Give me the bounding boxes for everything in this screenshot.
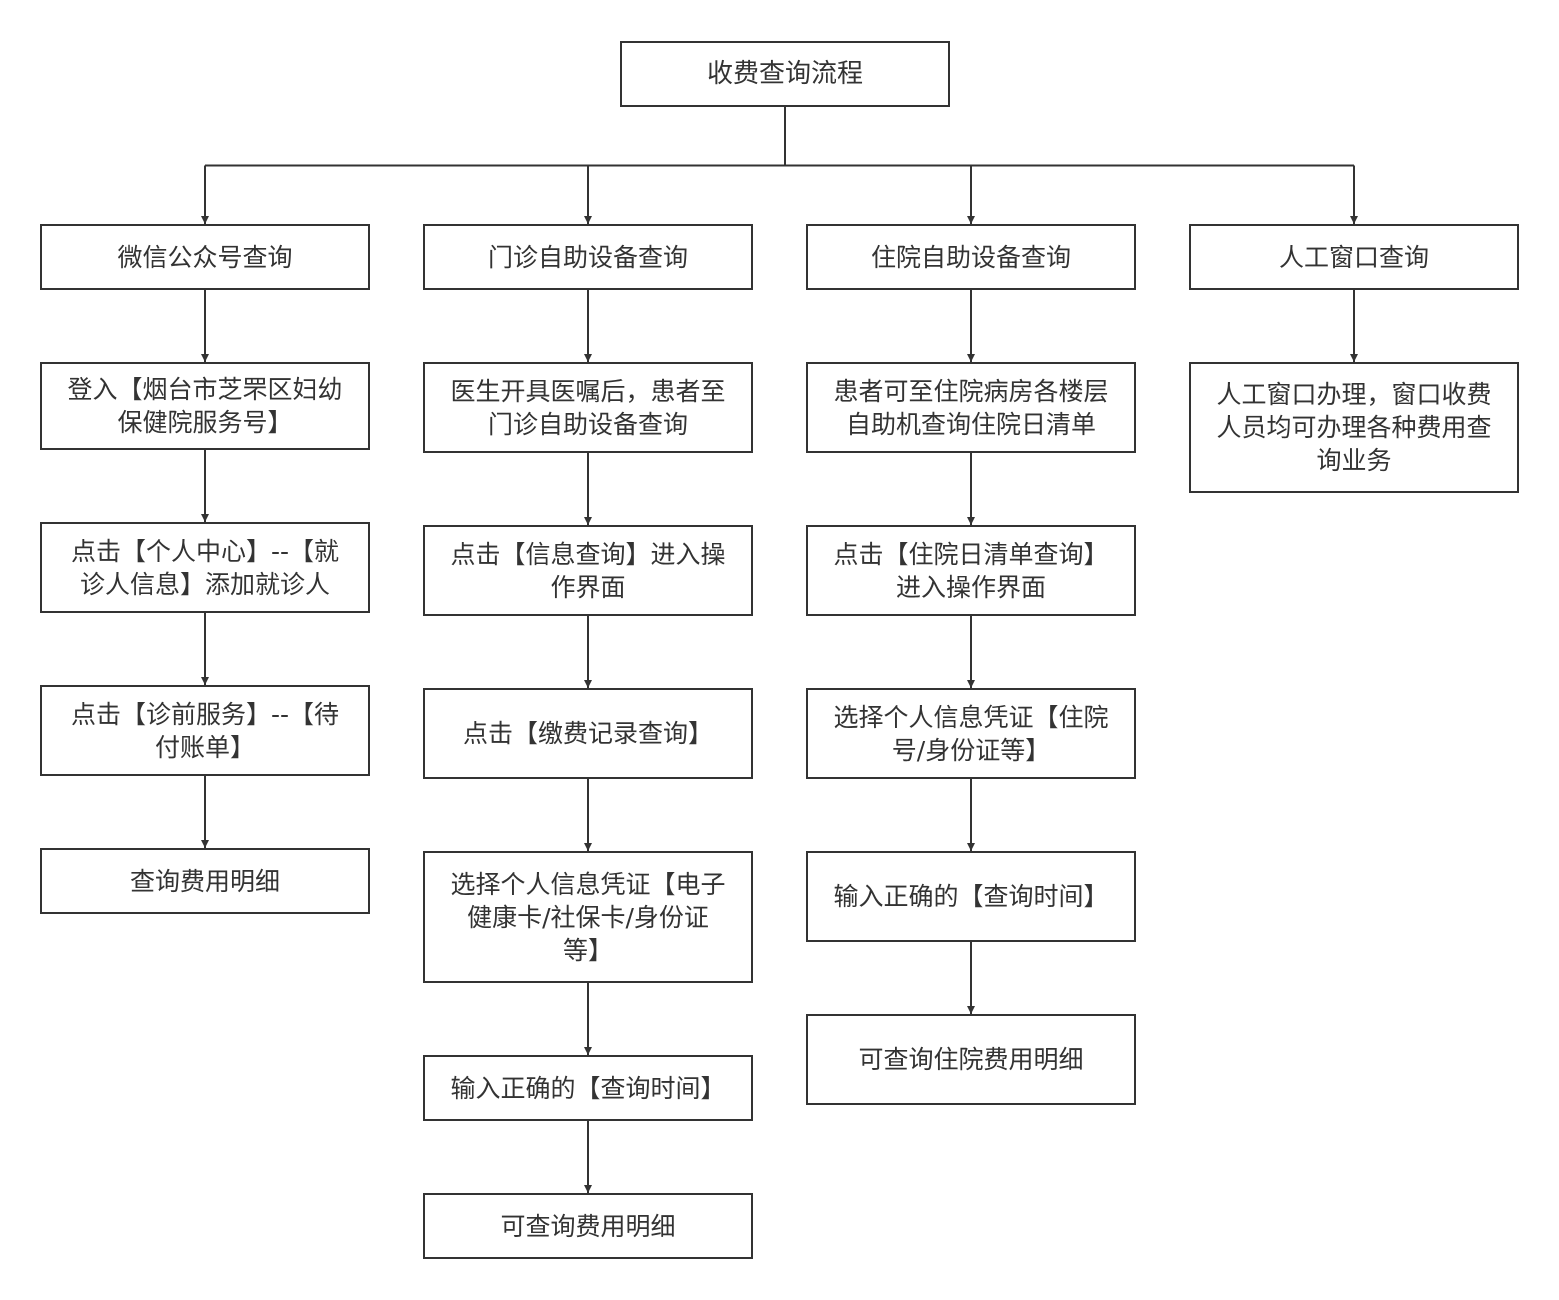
node-col2-step4: 选择个人信息凭证【电子 健康卡/社保卡/身份证 等】 (423, 851, 753, 983)
node-col2-step5: 输入正确的【查询时间】 (423, 1055, 753, 1121)
node-col1-header: 微信公众号查询 (40, 224, 370, 290)
node-col1-step2: 点击【个人中心】--【就 诊人信息】添加就诊人 (40, 522, 370, 613)
node-col3-step5: 可查询住院费用明细 (806, 1014, 1136, 1105)
node-col2-step3: 点击【缴费记录查询】 (423, 688, 753, 779)
node-col4-header: 人工窗口查询 (1189, 224, 1519, 290)
node-col2-step2: 点击【信息查询】进入操 作界面 (423, 525, 753, 616)
node-col3-step3: 选择个人信息凭证【住院 号/身份证等】 (806, 688, 1136, 779)
node-col3-step1: 患者可至住院病房各楼层 自助机查询住院日清单 (806, 362, 1136, 453)
node-col2-header: 门诊自助设备查询 (423, 224, 753, 290)
node-col3-step2: 点击【住院日清单查询】 进入操作界面 (806, 525, 1136, 616)
node-col1-step3: 点击【诊前服务】--【待 付账单】 (40, 685, 370, 776)
node-root: 收费查询流程 (620, 41, 950, 107)
node-col2-step1: 医生开具医嘱后，患者至 门诊自助设备查询 (423, 362, 753, 453)
node-col2-step6: 可查询费用明细 (423, 1193, 753, 1259)
node-col1-step4: 查询费用明细 (40, 848, 370, 914)
node-col1-step1: 登入【烟台市芝罘区妇幼 保健院服务号】 (40, 362, 370, 450)
node-col4-step1: 人工窗口办理，窗口收费 人员均可办理各种费用查 询业务 (1189, 362, 1519, 493)
node-col3-header: 住院自助设备查询 (806, 224, 1136, 290)
node-col3-step4: 输入正确的【查询时间】 (806, 851, 1136, 942)
